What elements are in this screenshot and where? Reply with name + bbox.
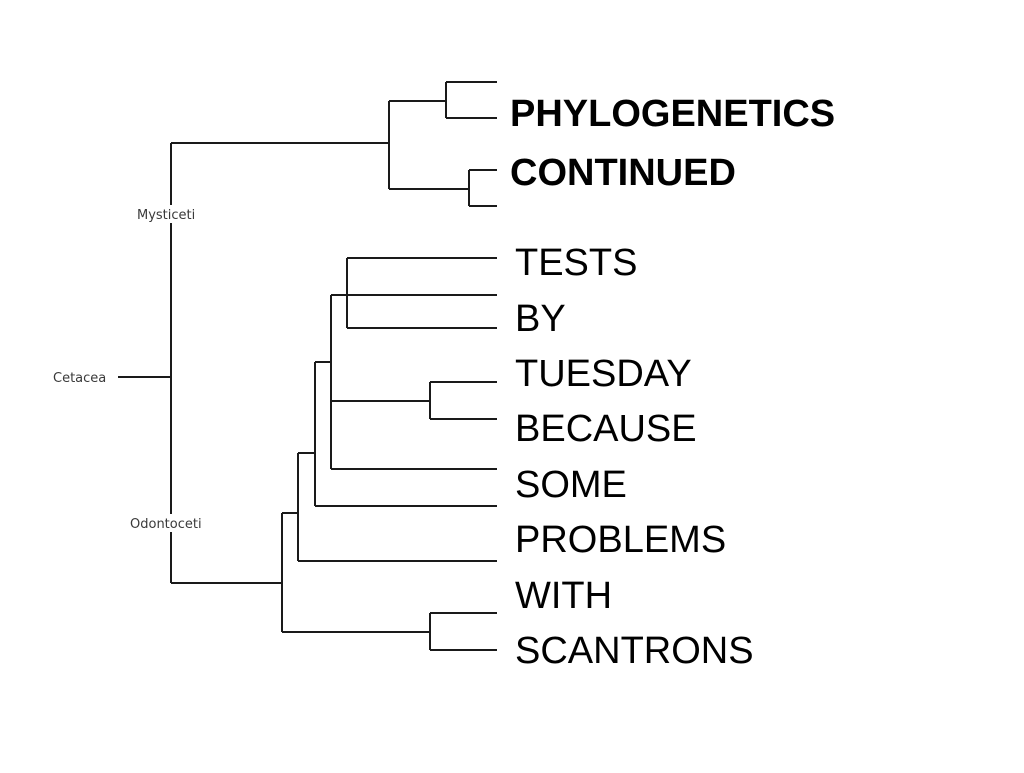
root-label-cetacea: Cetacea: [53, 371, 106, 386]
body-line: SCANTRONS: [515, 630, 754, 672]
body-line: PROBLEMS: [515, 519, 727, 561]
slide-title-line-2: CONTINUED: [510, 152, 736, 194]
slide-title-line-1: PHYLOGENETICS: [510, 93, 836, 135]
body-line: SOME: [515, 464, 627, 506]
clade-label-mysticeti: Mysticeti: [137, 208, 195, 223]
body-line: BY: [515, 298, 566, 340]
label-backdrop: [128, 514, 212, 532]
body-line: WITH: [515, 575, 613, 617]
label-backdrop: [135, 205, 203, 223]
body-line: BECAUSE: [515, 408, 697, 450]
body-line: TESTS: [515, 242, 638, 284]
body-line: TUESDAY: [515, 353, 692, 395]
clade-label-odontoceti: Odontoceti: [130, 517, 202, 532]
